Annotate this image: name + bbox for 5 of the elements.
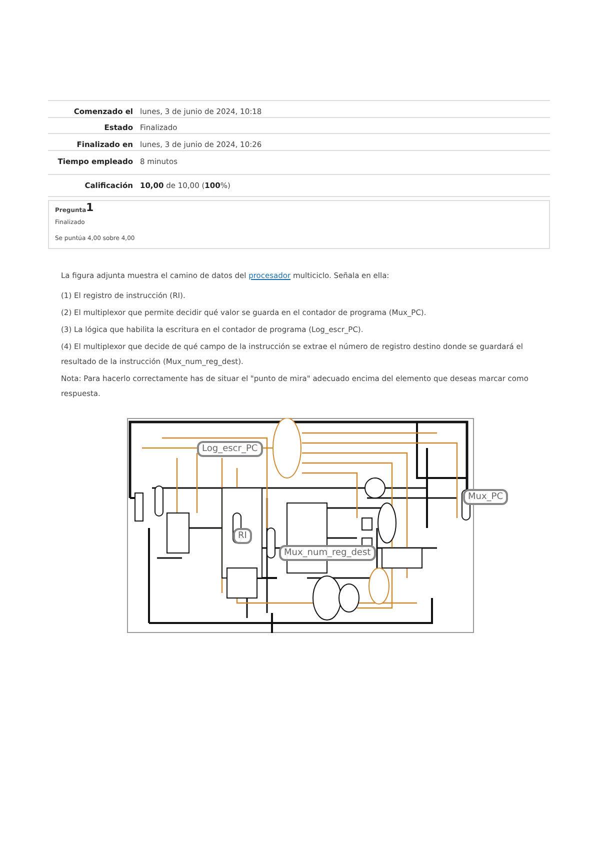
- question-number: 1: [86, 201, 94, 214]
- answer-marker: Log_escr_PC: [197, 441, 263, 457]
- answer-marker: Mux_num_reg_dest: [279, 545, 376, 561]
- answer-marker: Mux_PC: [463, 489, 508, 505]
- answer-marker: RI: [233, 528, 252, 544]
